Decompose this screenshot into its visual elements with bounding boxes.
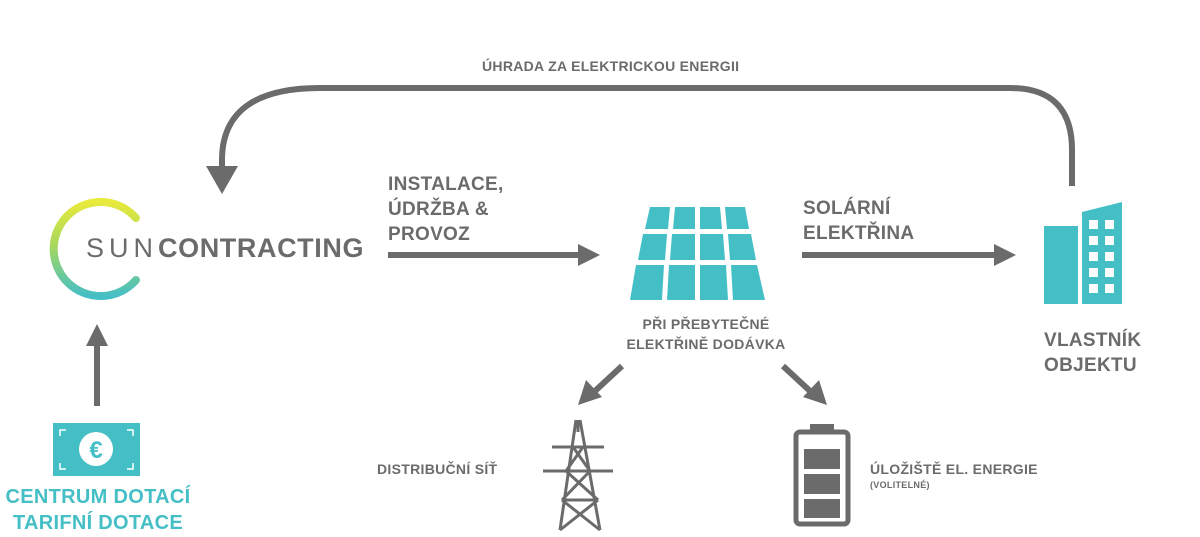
solar-electricity-arrow xyxy=(802,244,1016,266)
storage-arrow xyxy=(780,363,827,405)
logo-text-sun: SUN xyxy=(86,233,159,263)
euro-symbol: € xyxy=(89,437,102,464)
grid-arrow xyxy=(578,363,625,405)
storage-note: (VOLITELNÉ) xyxy=(870,480,930,490)
owner-label: VLASTNÍK OBJEKTU xyxy=(1044,330,1142,376)
building-icon xyxy=(1044,202,1122,304)
power-pylon-icon xyxy=(543,419,613,532)
grid-label: DISTRIBUČNÍ SÍŤ xyxy=(377,461,498,477)
solar-panel-icon xyxy=(630,207,765,300)
battery-icon xyxy=(793,424,851,527)
surplus-label: PŘI PŘEBYTEČNÉ ELEKTŘINĚ DODÁVKA xyxy=(626,316,786,352)
storage-label: ÚLOŽIŠTĚ EL. ENERGIE xyxy=(870,461,1038,477)
subsidy-line1: CENTRUM DOTACÍ xyxy=(5,486,191,508)
subsidy-line2: TARIFNÍ DOTACE xyxy=(12,512,184,534)
subsidy-arrow xyxy=(86,324,108,406)
installation-arrow xyxy=(388,244,600,266)
payment-arrow xyxy=(206,85,1075,194)
installation-label: INSTALACE, ÚDRŽBA & PROVOZ xyxy=(388,174,504,245)
sun-contracting-logo-ring xyxy=(49,198,140,300)
solar-electricity-label: SOLÁRNÍ ELEKTŘINA xyxy=(803,198,915,244)
payment-label: ÚHRADA ZA ELEKTRICKOU ENERGII xyxy=(482,58,740,74)
logo-text-contracting: CONTRACTING xyxy=(158,233,365,263)
euro-banknote-icon: € xyxy=(53,423,140,476)
